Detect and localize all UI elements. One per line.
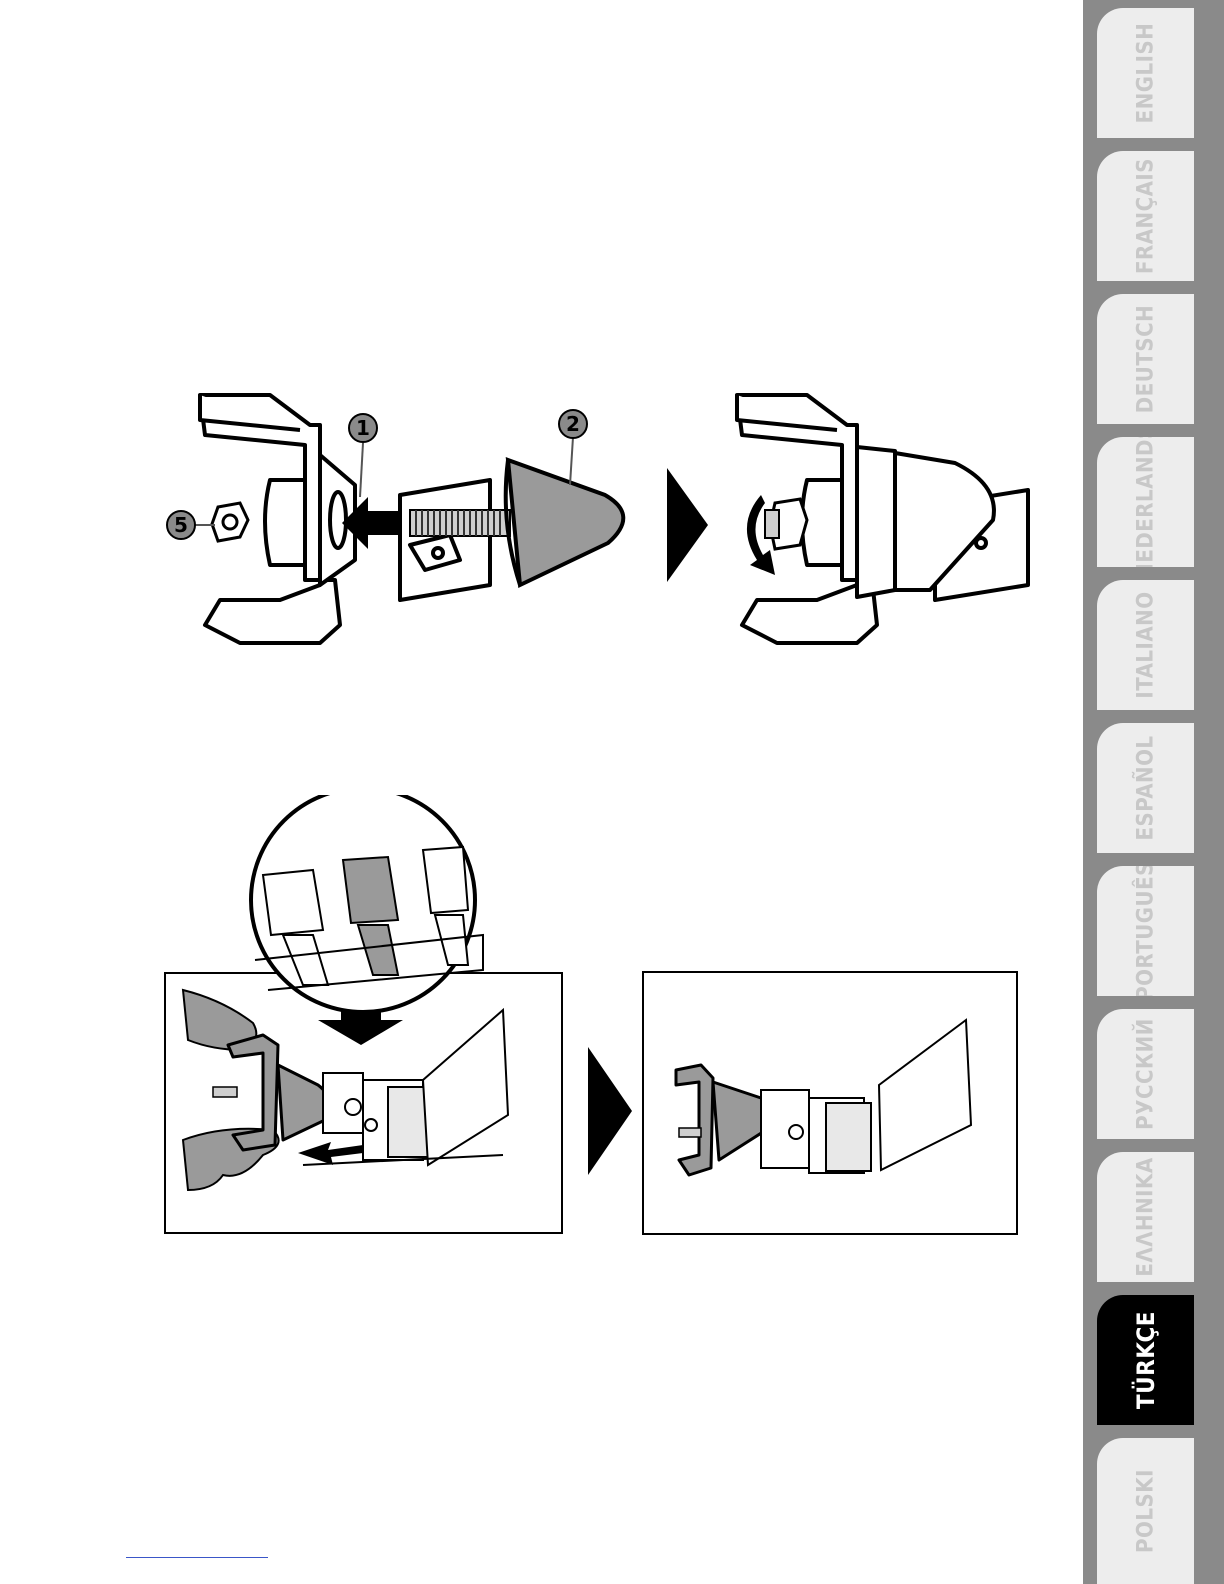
pedal-clamp-illustration (163, 795, 568, 1240)
cone-knob (506, 460, 624, 585)
tab-greek[interactable]: ΕΛΛΗΝΙΚΑ (1097, 1152, 1194, 1282)
callout-5: 5 (174, 513, 188, 537)
tab-deutsch[interactable]: DEUTSCH (1097, 294, 1194, 424)
step-arrow-icon (665, 466, 710, 584)
tab-espanol[interactable]: ESPAÑOL (1097, 723, 1194, 853)
tab-russian[interactable]: РУССКИЙ (1097, 1009, 1194, 1139)
clamp-assembled-illustration (725, 385, 1035, 670)
tab-label: РУССКИЙ (1133, 1018, 1158, 1130)
tab-label: ENGLISH (1133, 23, 1158, 124)
tab-label: DEUTSCH (1133, 305, 1158, 413)
tab-francais[interactable]: FRANÇAIS (1097, 151, 1194, 281)
tab-polski[interactable]: POLSKI (1097, 1438, 1194, 1584)
tab-nederlands[interactable]: NEDERLANDS (1097, 437, 1194, 567)
callout-2: 2 (566, 412, 580, 436)
tab-label: ESPAÑOL (1133, 735, 1158, 840)
threaded-rod (410, 510, 510, 536)
tab-turkce[interactable]: TÜRKÇE (1097, 1295, 1194, 1425)
tab-label: TÜRKÇE (1132, 1311, 1160, 1409)
tab-label: ITALIANO (1133, 591, 1158, 698)
callout-1: 1 (356, 416, 370, 440)
tab-label: ΕΛΛΗΝΙΚΑ (1133, 1157, 1158, 1276)
nut-part (212, 503, 248, 541)
tab-label: POLSKI (1133, 1469, 1158, 1553)
footer-link-underline (126, 1557, 268, 1558)
clamp-assembly-illustration: 1 2 5 (160, 385, 640, 670)
tab-italiano[interactable]: ITALIANO (1097, 580, 1194, 710)
tab-english[interactable]: ENGLISH (1097, 8, 1194, 138)
tab-label: PORTUGUÊS (1133, 866, 1158, 996)
tab-label: NEDERLANDS (1133, 437, 1158, 567)
step-arrow-icon (586, 1045, 634, 1177)
pedal-clamp-installed-illustration (641, 970, 1019, 1236)
tab-portugues[interactable]: PORTUGUÊS (1097, 866, 1194, 996)
tab-label: FRANÇAIS (1133, 158, 1158, 274)
